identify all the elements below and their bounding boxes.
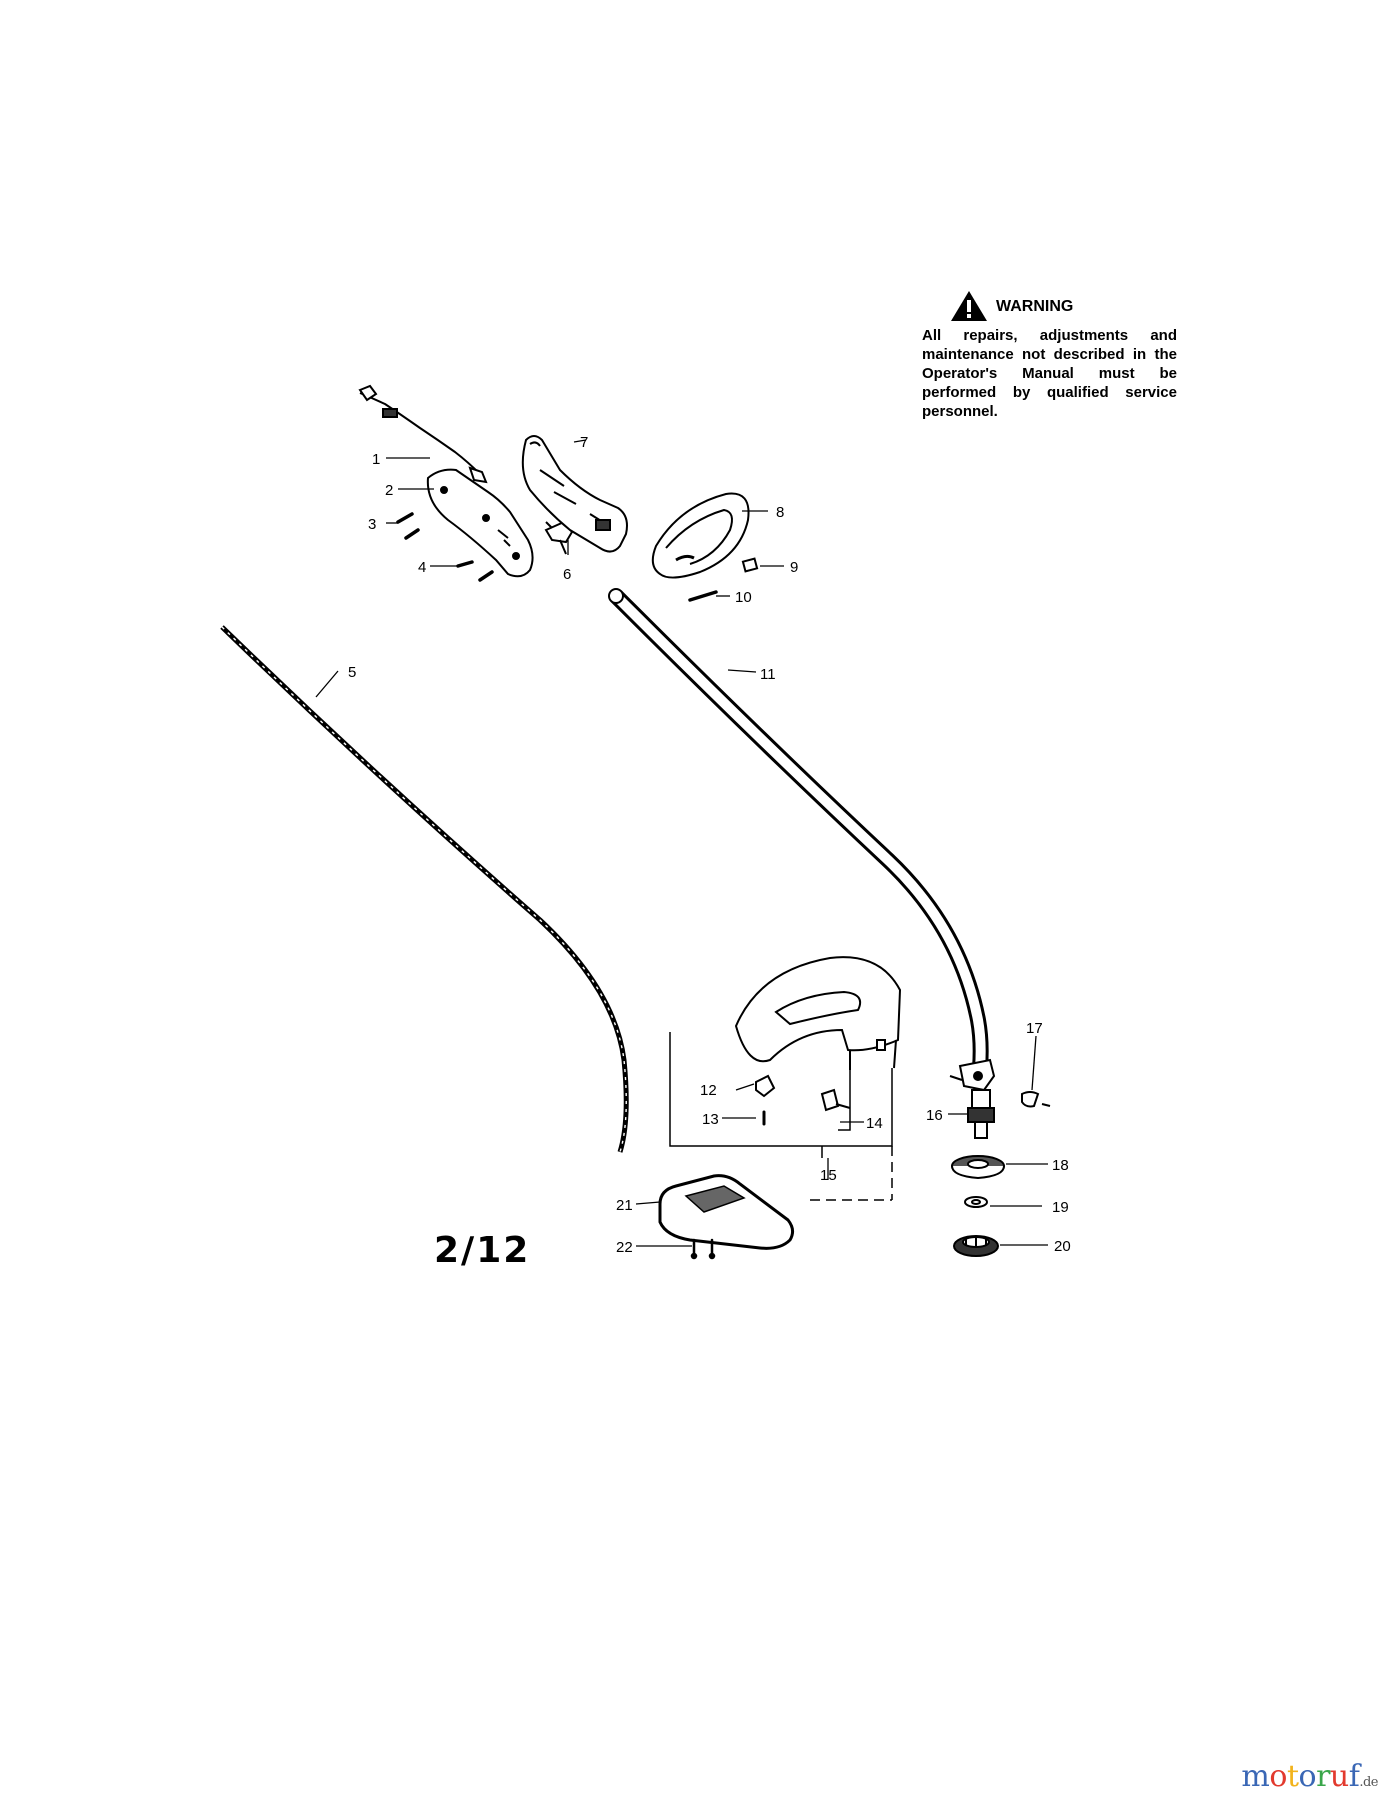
- watermark-letter: m: [1241, 1759, 1270, 1794]
- callout-10: 10: [735, 589, 752, 606]
- part-17-wing-nut: [1021, 1091, 1051, 1108]
- part-3-screws: [396, 512, 420, 540]
- part-12-clip: [755, 1074, 776, 1098]
- callout-17: 17: [1026, 1020, 1043, 1037]
- callout-8: 8: [776, 504, 784, 521]
- part-1-throttle-cable: [358, 384, 488, 484]
- warning-heading: WARNING: [950, 290, 1177, 322]
- callout-6: 6: [563, 566, 571, 583]
- part-19-washer: [964, 1196, 988, 1208]
- callout-20: 20: [1054, 1238, 1071, 1255]
- watermark-text: motoruf: [1241, 1759, 1359, 1794]
- part-7-handle-housing: [521, 435, 628, 553]
- part-4-screws: [456, 560, 494, 582]
- callout-2: 2: [385, 482, 393, 499]
- page-number: 2/12: [434, 1230, 531, 1271]
- callout-13: 13: [702, 1111, 719, 1128]
- part-5-drive-shaft: [220, 625, 629, 1153]
- part-16-gearhead: [949, 1058, 996, 1139]
- part-2-handle-cover: [426, 468, 534, 578]
- motoruf-watermark-logo: motoruf.de: [1241, 1759, 1378, 1794]
- watermark-letter: o: [1269, 1759, 1287, 1794]
- part-22-screws: [690, 1238, 716, 1260]
- part-11-shaft-tube: [608, 588, 989, 1069]
- callout-5: 5: [348, 664, 356, 681]
- callout-9: 9: [790, 559, 798, 576]
- part-9-nut: [741, 557, 759, 573]
- part-15-grass-shield: [734, 956, 902, 1070]
- part-20-spool-knob: [953, 1235, 999, 1257]
- watermark-letter: r: [1316, 1759, 1330, 1794]
- callout-21: 21: [616, 1197, 633, 1214]
- warning-notice: WARNING All repairs, adjustments and mai…: [922, 290, 1177, 421]
- part-8-handle-grip: [651, 492, 750, 579]
- watermark-letter: o: [1298, 1759, 1317, 1794]
- callout-11: 11: [760, 666, 776, 683]
- part-10-bolt: [688, 590, 718, 602]
- warning-text: All repairs, adjustments and maintenance…: [922, 327, 1177, 420]
- part-21-guard: [658, 1174, 795, 1250]
- warning-title: WARNING: [996, 297, 1074, 315]
- callout-16: 16: [926, 1107, 943, 1124]
- leader-lines: [315, 439, 1048, 1247]
- callout-3: 3: [368, 516, 376, 533]
- callout-19: 19: [1052, 1199, 1069, 1216]
- part-15-assembly-bracket: [669, 1032, 893, 1201]
- watermark-tld: .de: [1359, 1775, 1378, 1790]
- callout-labels: 1 2 3 4 5 6 7 8 9 10 11 12 13 14 15 16 1…: [348, 434, 1071, 1256]
- watermark-letter: u: [1329, 1759, 1349, 1794]
- watermark-letter: f: [1348, 1759, 1360, 1794]
- callout-22: 22: [616, 1239, 633, 1256]
- watermark-letter: t: [1286, 1759, 1299, 1794]
- warning-triangle-icon: [951, 291, 987, 321]
- callout-15: 15: [820, 1167, 837, 1184]
- callout-14: 14: [866, 1115, 883, 1132]
- callout-12: 12: [700, 1082, 717, 1099]
- callout-7: 7: [580, 434, 588, 451]
- callout-4: 4: [418, 559, 426, 576]
- callout-18: 18: [1052, 1157, 1069, 1174]
- callout-1: 1: [372, 451, 380, 468]
- part-18-cutting-head: [951, 1155, 1005, 1180]
- part-14-bracket: [820, 1088, 851, 1112]
